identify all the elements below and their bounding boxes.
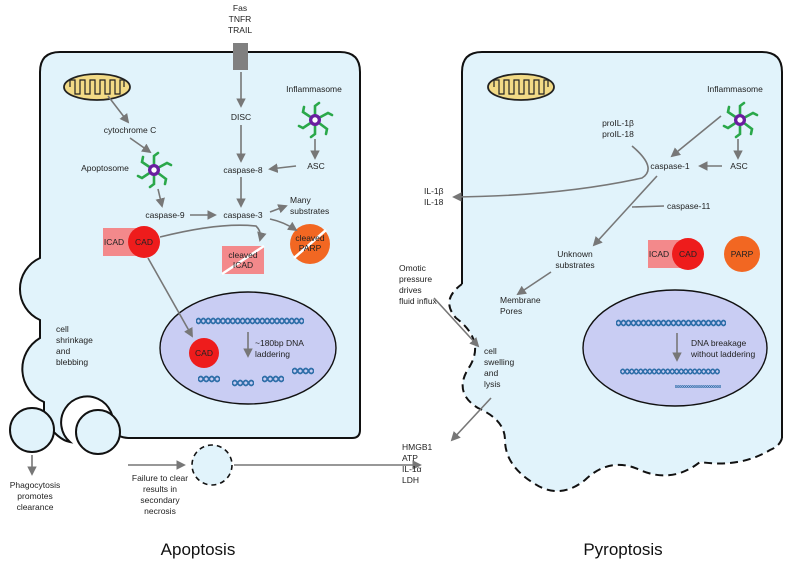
shrinkage-label-2: shrinkage <box>56 335 93 345</box>
pro-il18-label: proIL-18 <box>602 129 634 139</box>
receptor-trail-label: TRAIL <box>228 25 252 35</box>
apoptosis-title: Apoptosis <box>161 540 236 559</box>
pyro-inflammasome-label: Inflammasome <box>707 84 763 94</box>
osmotic-label-1: Omotic <box>399 263 427 273</box>
apoptotic-body-secondary-necrosis <box>191 444 233 486</box>
membrane-pores-label-2: Pores <box>500 306 522 316</box>
dna-breakage-label-1: DNA breakage <box>691 338 747 348</box>
cleaved-icad-label-2: ICAD <box>233 260 253 270</box>
released-il1a: IL-1α <box>402 464 422 474</box>
receptor-fas-label: Fas <box>233 3 247 13</box>
released-atp: ATP <box>402 453 418 463</box>
unknown-substrates-label-1: Unknown <box>557 249 593 259</box>
shrinkage-label-1: cell <box>56 324 69 334</box>
caspase-1-label: caspase-1 <box>650 161 689 171</box>
pyroptosis-title: Pyroptosis <box>583 540 662 559</box>
pyroptosis-arrows <box>433 115 743 442</box>
dna-breakage-label-2: without laddering <box>690 349 756 359</box>
pyroptotic-membrane-solid <box>461 51 783 438</box>
pyroptotic-membrane-ruptured <box>448 283 783 492</box>
swelling-label-4: lysis <box>484 379 501 389</box>
swelling-label-1: cell <box>484 346 497 356</box>
phagocytosis-label-1: Phagocytosis <box>10 480 61 490</box>
cad-circle <box>128 226 160 258</box>
pyro-cad-label: CAD <box>679 249 697 259</box>
failure-label-1: Failure to clear <box>132 473 188 483</box>
asc-label: ASC <box>307 161 324 171</box>
disc-label: DISC <box>231 112 251 122</box>
phagocytosis-label-3: clearance <box>17 502 54 512</box>
swelling-label-2: swelling <box>484 357 515 367</box>
caspase-11-label: caspase-11 <box>667 201 711 211</box>
failure-label-3: secondary <box>140 495 180 505</box>
apoptotic-body <box>75 409 121 455</box>
pyro-parp-label: PARP <box>731 249 754 259</box>
cleaved-parp-label-1: cleaved <box>295 233 325 243</box>
il1b-out-label: IL-1β <box>424 186 444 196</box>
pyro-cad-circle <box>672 238 704 270</box>
pyroptotic-nucleus <box>582 289 768 407</box>
nuclear-cad-circle <box>189 338 219 368</box>
mitochondrion-icon <box>63 73 131 101</box>
many-substrates-label-2: substrates <box>290 206 329 216</box>
nuclear-cad-label: CAD <box>195 348 213 358</box>
cytochrome-c-label: cytochrome C <box>104 125 156 135</box>
apoptosis-arrows <box>27 72 422 476</box>
failure-label-4: necrosis <box>144 506 176 516</box>
cleaved-parp-label-2: PARP <box>299 243 322 253</box>
caspase-8-label: caspase-8 <box>223 165 262 175</box>
released-ldh: LDH <box>402 475 419 485</box>
shrinkage-label-3: and <box>56 346 70 356</box>
icad-label: ICAD <box>104 237 124 247</box>
unknown-substrates-label-2: substrates <box>555 260 594 270</box>
osmotic-label-2: pressure <box>399 274 432 284</box>
phagocytosis-label-2: promotes <box>17 491 52 501</box>
inflammasome-label: Inflammasome <box>286 84 342 94</box>
caspase-9-label: caspase-9 <box>145 210 184 220</box>
released-hmgb1: HMGB1 <box>402 442 433 452</box>
apoptosome-label: Apoptosome <box>81 163 129 173</box>
pyro-asc-label: ASC <box>730 161 747 171</box>
cleaved-icad-label-1: cleaved <box>228 250 258 260</box>
apoptotic-body <box>9 407 55 453</box>
laddering-label-2: laddering <box>255 349 290 359</box>
osmotic-label-3: drives <box>399 285 422 295</box>
il18-out-label: IL-18 <box>424 197 444 207</box>
cad-label: CAD <box>135 237 153 247</box>
membrane-pores-label-1: Membrane <box>500 295 541 305</box>
pro-il1b-label: proIL-1β <box>602 118 634 128</box>
swelling-label-3: and <box>484 368 498 378</box>
pyro-icad-label: ICAD <box>649 249 669 259</box>
laddering-label-1: ~180bp DNA <box>255 338 304 348</box>
failure-label-2: results in <box>143 484 177 494</box>
mitochondrion-icon <box>487 73 555 101</box>
receptor-tnfr-label: TNFR <box>229 14 252 24</box>
death-receptor <box>233 43 248 70</box>
many-substrates-label-1: Many <box>290 195 312 205</box>
caspase-3-label: caspase-3 <box>223 210 262 220</box>
pyro-parp-circle <box>724 236 760 272</box>
osmotic-label-4: fluid influx <box>399 296 438 306</box>
shrinkage-label-4: blebbing <box>56 357 88 367</box>
